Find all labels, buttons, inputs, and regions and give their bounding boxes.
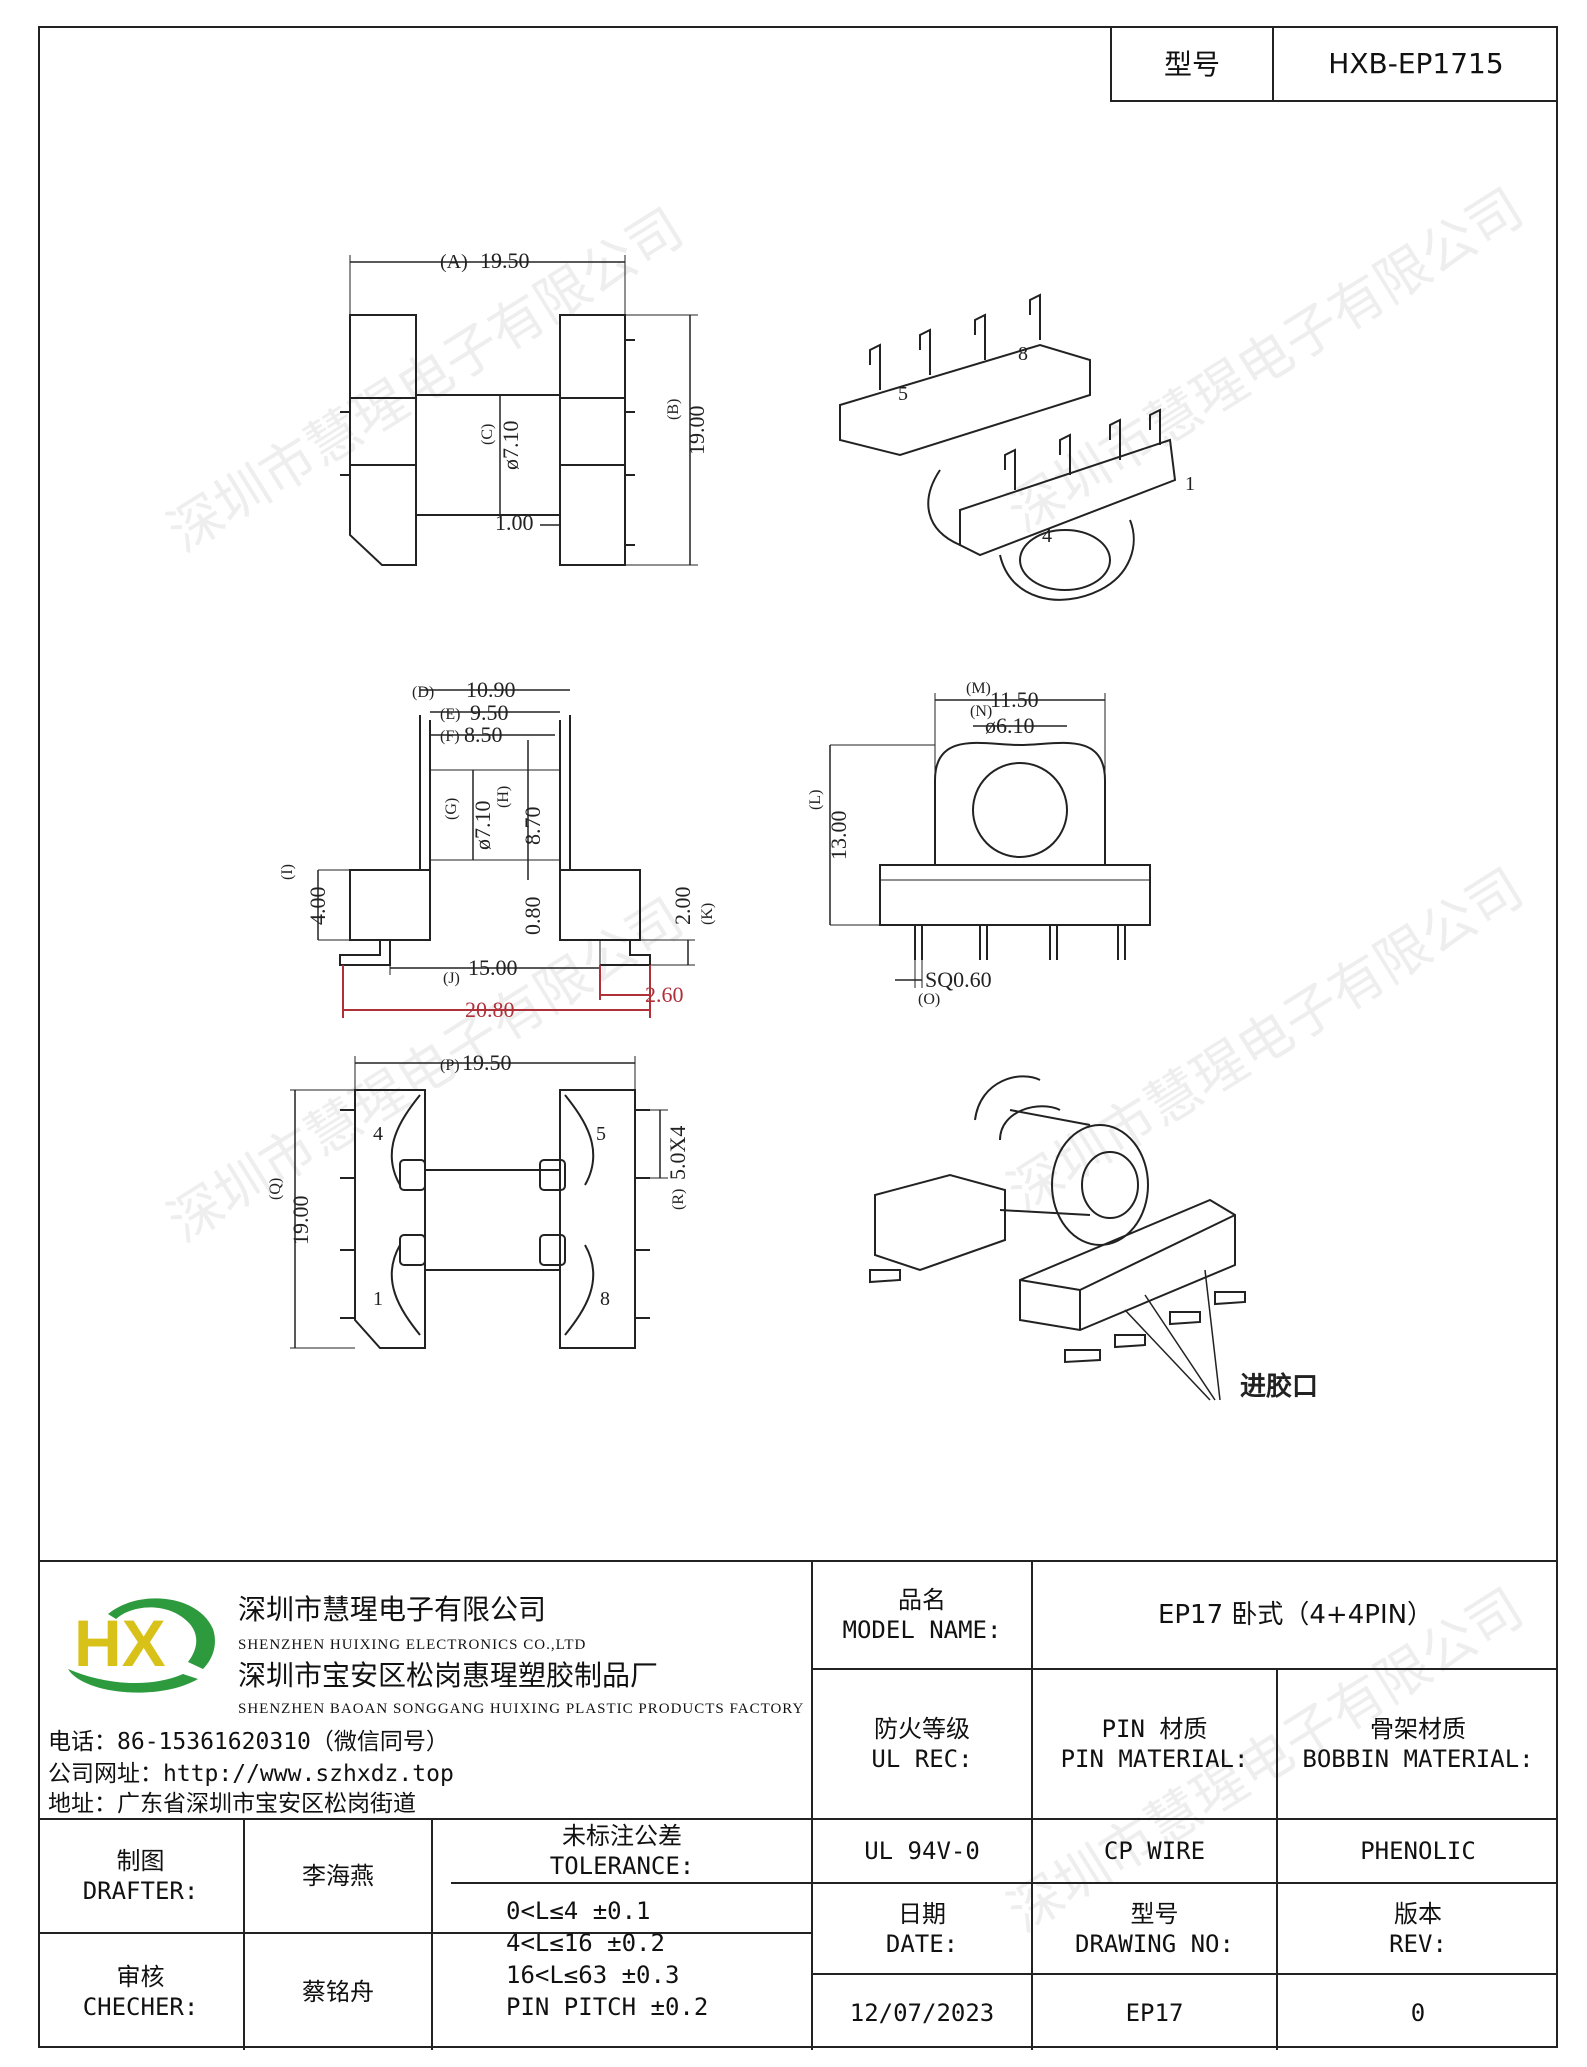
dim-b-tag: (B)	[665, 399, 682, 420]
isometric-view-bottom	[869, 1075, 1246, 1401]
dim-flange-value: 0.80	[520, 897, 545, 936]
top-view	[340, 255, 698, 566]
model-name-label: 品名 MODEL NAME:	[842, 1586, 1002, 1644]
title-block: HX 深圳市慧瑆电子有限公司 SHENZHEN HUIXING ELECTRON…	[38, 1560, 1558, 2050]
company-logo-icon: HX	[68, 1598, 215, 1693]
model-label: 型号	[1112, 26, 1274, 100]
tolerance-row: 4<L≤16 ±0.2	[506, 1929, 665, 1957]
dim-r-value: 5.0X4	[665, 1126, 690, 1180]
company-name-cn: 深圳市慧瑆电子有限公司	[238, 1593, 547, 1626]
dim-pin-ext-value: 2.60	[645, 982, 684, 1007]
dim-l-value: 13.00	[826, 811, 851, 861]
dim-e-tag: (E)	[440, 706, 460, 723]
date-label: 日期 DATE:	[885, 1899, 959, 1958]
dim-a-value: 19.50	[480, 248, 530, 273]
dim-b-value: 19.00	[684, 406, 709, 456]
bobbin-material-value: PHENOLIC	[1360, 1837, 1476, 1865]
dim-f-value: 8.50	[464, 722, 503, 747]
dim-k-value: 2.00	[670, 887, 695, 926]
dim-n-tag: (N)	[970, 703, 992, 720]
dim-g-value: ø7.10	[470, 801, 495, 851]
factory-name-cn: 深圳市宝安区松岗惠瑆塑胶制品厂	[238, 1659, 659, 1692]
dim-q-tag: (Q)	[267, 1178, 284, 1200]
dim-h-tag: (H)	[495, 786, 512, 808]
model-header-box: 型号 HXB-EP1715	[1110, 26, 1558, 102]
dim-wall-value: 1.00	[495, 510, 534, 535]
checker-label: 审核 CHECHER:	[82, 1963, 199, 2021]
company-name-en: SHENZHEN HUIXING ELECTRONICS CO.,LTD	[238, 1637, 587, 1653]
isometric-view-top	[839, 293, 1177, 601]
bottom-pin-5: 5	[596, 1123, 606, 1145]
dim-q-value: 19.00	[288, 1196, 313, 1246]
pin-material-label: PIN 材质 PIN MATERIAL:	[1060, 1715, 1249, 1773]
dim-c-tag: (C)	[479, 424, 496, 445]
rev-label: 版本 REV:	[1389, 1899, 1447, 1958]
gate-label: 进胶口	[1240, 1371, 1318, 1401]
side-view	[317, 689, 695, 975]
ul-rec-label: 防火等级 UL REC:	[871, 1715, 973, 1773]
dim-sq-value: SQ0.60	[925, 967, 992, 992]
bottom-pin-4: 4	[373, 1123, 383, 1145]
tolerance-row: 0<L≤4 ±0.1	[506, 1897, 651, 1925]
company-phone: 电话：86-15361620310（微信同号）	[48, 1729, 449, 1755]
tolerance-label: 未标注公差 TOLERANCE:	[549, 1822, 695, 1880]
dim-i-tag: (I)	[279, 864, 296, 880]
dim-e-value: 9.50	[470, 700, 509, 725]
model-value: HXB-EP1715	[1328, 46, 1504, 80]
dim-o-tag: (O)	[918, 991, 940, 1008]
company-address: 地址：广东省深圳市宝安区松岗街道	[48, 1791, 416, 1817]
bottom-view	[290, 1056, 668, 1349]
dim-n-value: ø6.10	[985, 713, 1035, 738]
dim-d-value: 10.90	[466, 677, 516, 702]
dim-l-tag: (L)	[807, 790, 824, 810]
dim-c-value: ø7.10	[498, 421, 523, 471]
dim-k-tag: (K)	[699, 903, 716, 925]
red-dims	[342, 965, 651, 1018]
dim-f-tag: (F)	[440, 728, 460, 745]
dim-j-value: 15.00	[468, 955, 518, 980]
pin-material-value: CP WIRE	[1103, 1837, 1206, 1865]
dim-m-tag: (M)	[966, 680, 991, 697]
drafter-value: 李海燕	[302, 1862, 374, 1890]
drafter-label: 制图 DRAFTER:	[82, 1847, 199, 1905]
bobbin-material-label: 骨架材质 BOBBIN MATERIAL:	[1302, 1715, 1534, 1773]
dim-p-value: 19.50	[462, 1050, 512, 1075]
dim-m-value: 11.50	[990, 687, 1039, 712]
iso-pin-8: 8	[1018, 343, 1028, 365]
technical-drawing: (A) 19.50 19.00 (B) ø7.10 (C) 1.00 5 8 1…	[267, 248, 1318, 1401]
dim-g-tag: (G)	[443, 798, 460, 820]
iso-pin-4: 4	[1042, 525, 1052, 547]
dim-p-tag: (P)	[440, 1057, 460, 1074]
model-name-value: EP17 卧式（4+4PIN）	[1157, 1599, 1434, 1630]
dim-j-tag: (J)	[443, 970, 460, 987]
end-view	[829, 693, 1151, 988]
dim-r-tag: (R)	[670, 1189, 687, 1210]
iso-pin-1: 1	[1185, 473, 1195, 495]
checker-value: 蔡铭舟	[302, 1978, 374, 2006]
dim-h-value: 8.70	[520, 807, 545, 846]
tolerance-row: 16<L≤63 ±0.3	[506, 1961, 680, 1989]
date-value: 12/07/2023	[849, 1998, 995, 2027]
company-website: 公司网址：http://www.szhxdz.top	[48, 1761, 454, 1787]
drawing-no-value: EP17	[1125, 1998, 1184, 2027]
tolerance-row: PIN PITCH ±0.2	[506, 1993, 709, 2021]
logo-text: HX	[74, 1606, 166, 1680]
dim-total-value: 20.80	[465, 997, 515, 1022]
bottom-pin-1: 1	[373, 1288, 383, 1310]
tolerance-list: 0<L≤4 ±0.1 4<L≤16 ±0.2 16<L≤63 ±0.3 PIN …	[506, 1895, 708, 2023]
dim-i-value: 4.00	[305, 887, 330, 926]
drawing-sheet-border	[38, 26, 1558, 2048]
dim-a-tag: (A)	[440, 251, 468, 273]
rev-value: 0	[1410, 1998, 1426, 2027]
iso-pin-5: 5	[898, 383, 908, 405]
ul-rec-value: UL 94V-0	[864, 1837, 980, 1865]
drawing-no-label: 型号 DRAWING NO:	[1075, 1899, 1234, 1958]
bottom-pin-8: 8	[600, 1288, 610, 1310]
dim-d-tag: (D)	[412, 684, 434, 701]
factory-name-en: SHENZHEN BAOAN SONGGANG HUIXING PLASTIC …	[238, 1701, 805, 1717]
